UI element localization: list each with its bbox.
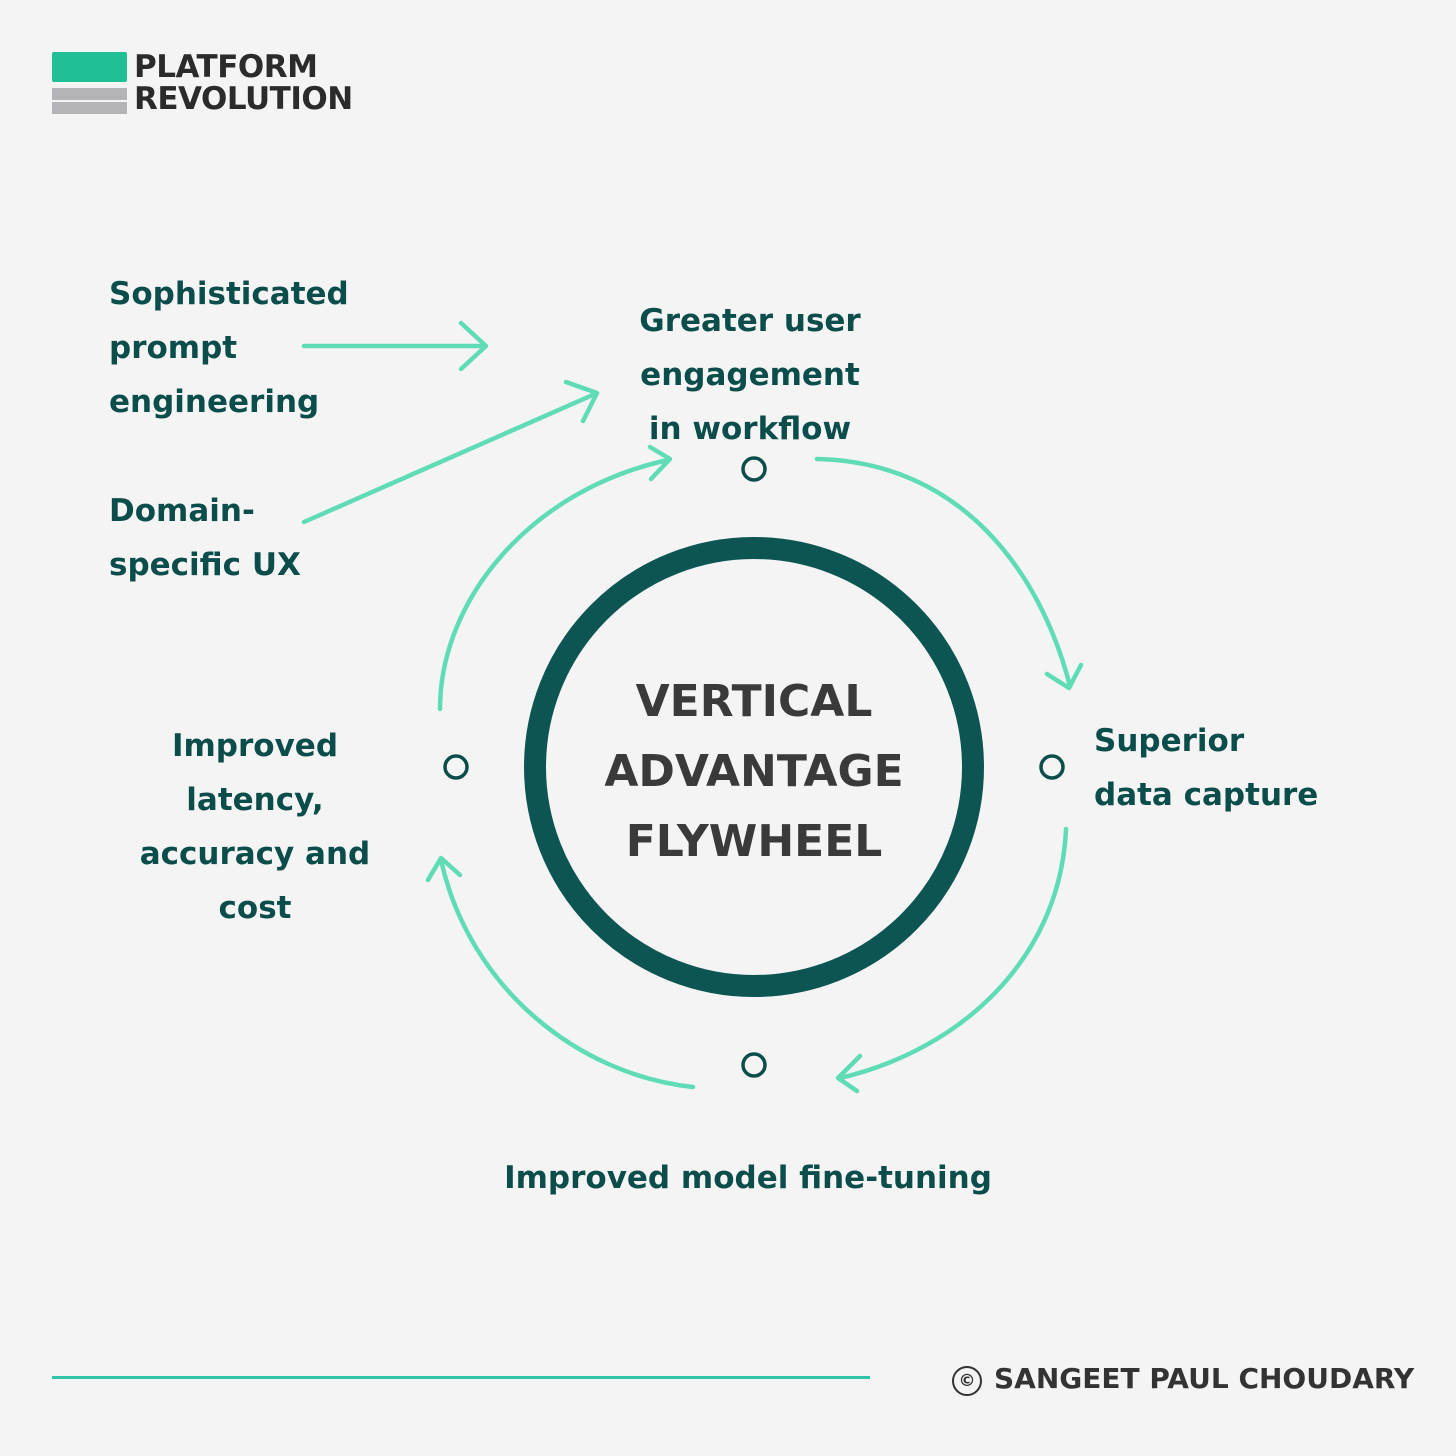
author-name: SANGEET PAUL CHOUDARY <box>994 1362 1415 1395</box>
logo-mark-mid <box>52 88 127 100</box>
center-ring <box>524 537 984 997</box>
node-dot-top <box>741 456 767 482</box>
footer-divider <box>52 1376 870 1379</box>
node-dot-left <box>443 754 469 780</box>
arrow-prompt-to-engagement <box>301 320 489 372</box>
platform-revolution-logo: PLATFORM REVOLUTION <box>52 49 372 117</box>
node-dot-right <box>1039 754 1065 780</box>
label-prompt-engineering: Sophisticated prompt engineering <box>109 276 349 420</box>
label-data-capture: Superior data capture <box>1094 723 1319 813</box>
copyright-notice: © SANGEET PAUL CHOUDARY <box>952 1362 1414 1396</box>
arrow-data-to-finetune <box>835 826 1069 1094</box>
label-model-fine-tuning: Improved model fine-tuning <box>504 1160 992 1196</box>
copyright-icon: © <box>952 1366 982 1396</box>
node-dot-bottom <box>741 1052 767 1078</box>
label-domain-ux: Domain- specific UX <box>109 493 301 583</box>
logo-text-line1: PLATFORM <box>134 49 318 85</box>
logo-text-line2: REVOLUTION <box>134 81 353 117</box>
arrow-finetune-to-latency <box>425 855 696 1090</box>
label-user-engagement: Greater user engagement in workflow <box>639 303 861 447</box>
label-latency-accuracy-cost: Improved latency, accuracy and cost <box>139 728 371 926</box>
flywheel-title: VERTICAL ADVANTAGE FLYWHEEL <box>604 676 904 867</box>
arrow-latency-to-engagement <box>437 444 673 712</box>
arrow-ux-to-engagement <box>301 379 600 525</box>
logo-mark-top <box>52 52 127 82</box>
arrow-engagement-to-data <box>814 456 1084 691</box>
logo-mark-bot <box>52 102 127 114</box>
